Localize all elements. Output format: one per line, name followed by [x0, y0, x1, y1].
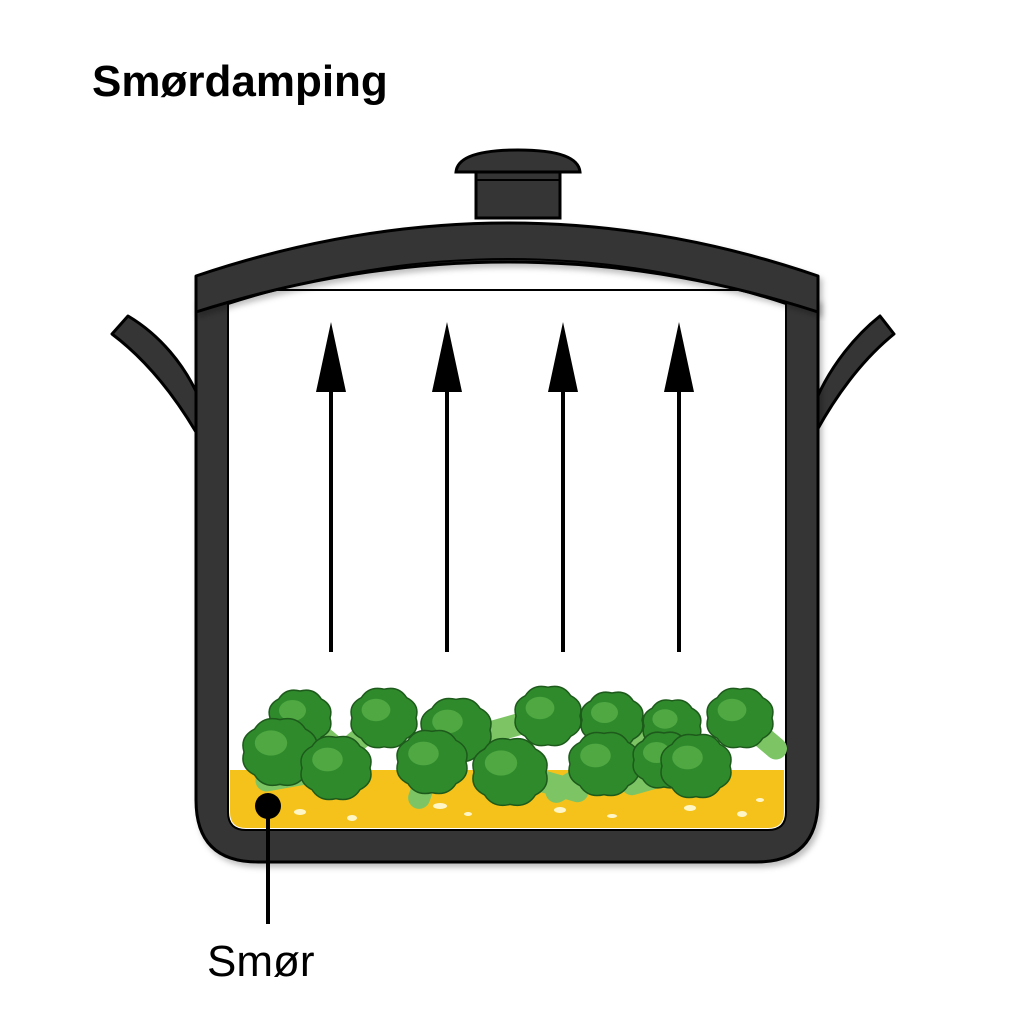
steam-arrow-icon: [548, 322, 578, 652]
broccoli-icon: [706, 687, 774, 749]
steam-arrow-icon: [664, 322, 694, 652]
lid-knob-icon: [454, 148, 582, 220]
left-handle-icon: [110, 314, 202, 434]
broccoli-icon: [568, 731, 640, 797]
broccoli-icon: [514, 685, 582, 747]
steam-arrow-icon: [316, 322, 346, 652]
butter-label: Smør: [207, 937, 315, 986]
broccoli-icon: [242, 717, 318, 787]
right-handle-icon: [814, 314, 896, 434]
butter-pointer: [255, 793, 281, 924]
broccoli-icon: [300, 735, 372, 801]
broccoli-pile: [242, 685, 787, 809]
broccoli-icon: [350, 687, 418, 749]
butter-bubbles: [294, 798, 764, 821]
broccoli-icon: [472, 737, 548, 807]
steam-arrows: [316, 322, 694, 652]
steam-arrow-icon: [432, 322, 462, 652]
diagram-title: Smørdamping: [92, 57, 388, 106]
broccoli-icon: [660, 733, 732, 799]
lid-inner-edge: [227, 258, 787, 305]
broccoli-icon: [396, 729, 468, 795]
pot-lid-icon: [194, 221, 820, 314]
